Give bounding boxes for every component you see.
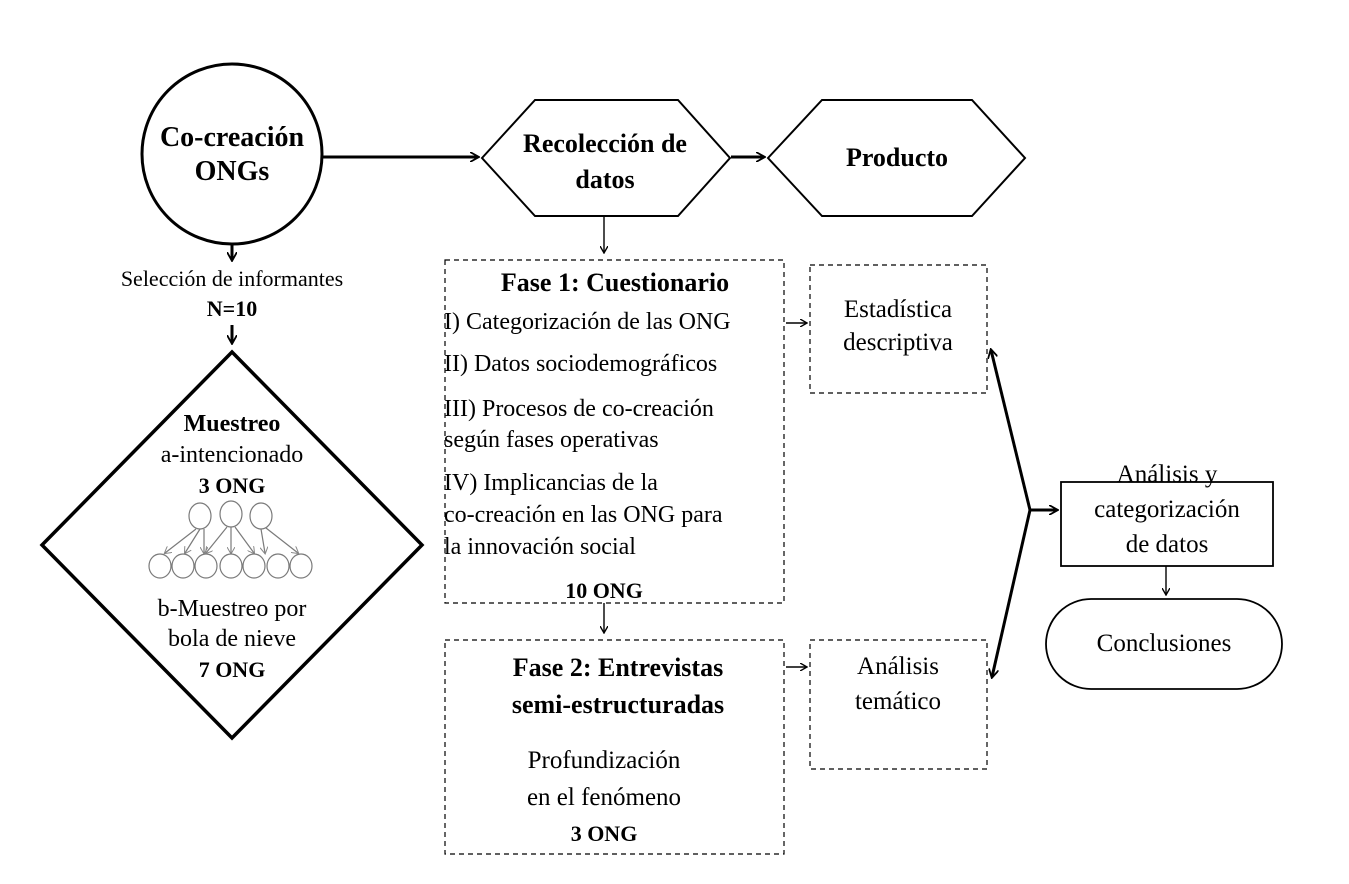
phase1-item-4c: la innovación social — [444, 534, 636, 560]
collection-line2: datos — [575, 165, 635, 194]
sampling-method-a: a-intencionado — [160, 442, 304, 468]
cocreation-line1: Co-creación — [159, 122, 305, 153]
product-hexagon — [766, 99, 1027, 217]
sampling-count-b: 7 ONG — [198, 657, 266, 682]
phase2-count: 3 ONG — [570, 821, 638, 846]
arrow-junction-to-thematic — [992, 509, 1032, 677]
phase1-item-1: I) Categorización de las ONG — [444, 309, 731, 335]
sampling-method-b-line1: b-Muestreo por — [157, 596, 307, 622]
phase1-box — [444, 259, 785, 604]
phase1-item-3b: según fases operativas — [444, 427, 659, 453]
analysis-box — [1060, 481, 1274, 567]
snowball-sampling-icon — [148, 500, 313, 579]
sampling-diamond — [39, 349, 425, 741]
selection-label: Selección de informantes — [120, 266, 344, 291]
thematic-line1: Análisis — [857, 653, 939, 680]
phase1-item-4b: co-creación en las ONG para — [444, 502, 723, 528]
cocreation-line2: ONGs — [194, 156, 270, 187]
phase2-title-line2: semi-estructuradas — [511, 690, 725, 719]
stats-line1: Estadística — [843, 296, 953, 323]
phase2-desc-line1: Profundización — [527, 747, 681, 774]
sampling-title: Muestreo — [183, 411, 281, 437]
sampling-count-a: 3 ONG — [198, 473, 266, 498]
phase1-item-2: II) Datos sociodemográficos — [444, 351, 718, 377]
phase2-title-line1: Fase 2: Entrevistas — [512, 653, 724, 682]
co-creation-circle — [140, 62, 324, 246]
n-label: N=10 — [206, 296, 258, 321]
phase1-item-4: IV) Implicancias de la — [444, 470, 658, 496]
conclusions-pill — [1045, 598, 1283, 690]
phase1-title: Fase 1: Cuestionario — [500, 268, 730, 297]
phase2-desc-line2: en el fenómeno — [526, 784, 682, 811]
phase1-count: 10 ONG — [565, 578, 643, 603]
conclusions-label: Conclusiones — [1096, 630, 1232, 657]
analysis-line3: de datos — [1125, 531, 1209, 558]
sampling-method-b-line2: bola de nieve — [168, 626, 296, 652]
data-collection-hexagon — [480, 99, 732, 217]
analysis-line1: Análisis y — [1116, 461, 1218, 488]
product-label: Producto — [845, 143, 949, 172]
arrow-junction-to-stats — [991, 350, 1032, 511]
phase1-item-3: III) Procesos de co-creación — [444, 396, 714, 422]
analysis-line2: categorización — [1094, 496, 1240, 523]
phase2-box — [444, 639, 785, 855]
collection-line1: Recolección de — [523, 129, 687, 158]
thematic-line2: temático — [854, 688, 942, 715]
stats-line2: descriptiva — [843, 329, 953, 356]
